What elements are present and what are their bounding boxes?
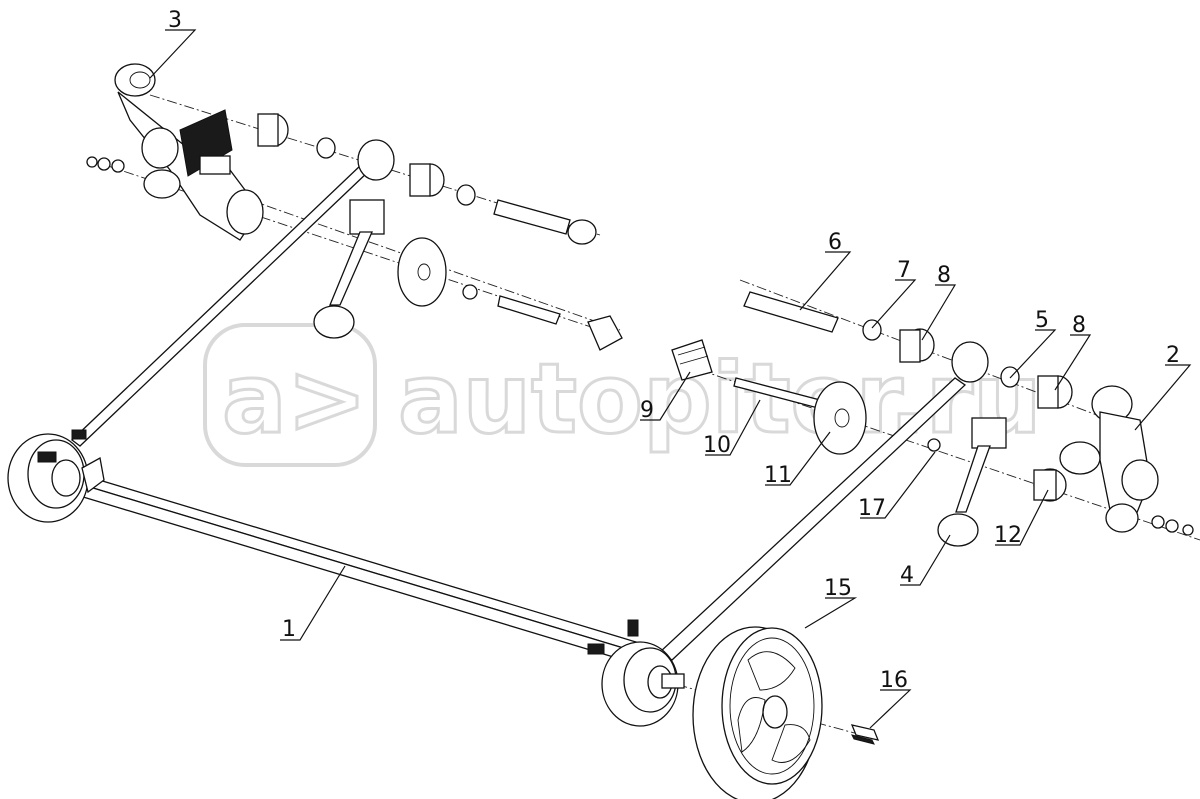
pulley xyxy=(692,626,823,799)
diagonal-rods xyxy=(70,163,967,661)
callout-10: 10 xyxy=(703,433,731,458)
left-roller xyxy=(7,429,105,523)
callout-2: 2 xyxy=(1166,343,1180,368)
leader-lines xyxy=(149,29,1192,729)
right-bracket xyxy=(1033,385,1194,536)
callout-1: 1 xyxy=(282,617,296,642)
watermark-logo-frame xyxy=(203,323,377,467)
callout-5: 5 xyxy=(1035,308,1049,333)
callout-4: 4 xyxy=(900,563,914,588)
callout-9: 9 xyxy=(640,398,654,423)
left-bracket xyxy=(86,63,264,241)
watermark-logo: a> xyxy=(222,343,367,455)
callout-15: 15 xyxy=(824,576,852,601)
callout-labels: 3 1 2 4 5 6 7 8 8 9 10 11 12 15 16 17 xyxy=(168,8,1180,693)
callout-6: 6 xyxy=(828,230,842,255)
upper-left-stack xyxy=(257,113,623,351)
callout-16: 16 xyxy=(880,668,908,693)
callout-7: 7 xyxy=(897,258,911,283)
callout-3: 3 xyxy=(168,8,182,33)
callout-12: 12 xyxy=(994,523,1022,548)
right-stack xyxy=(743,291,1073,547)
key xyxy=(850,724,880,745)
callout-11: 11 xyxy=(764,463,792,488)
callout-8a: 8 xyxy=(937,263,951,288)
right-roller xyxy=(587,619,685,727)
main-shaft xyxy=(58,469,638,663)
callout-8b: 8 xyxy=(1072,313,1086,338)
callout-17: 17 xyxy=(858,496,886,521)
